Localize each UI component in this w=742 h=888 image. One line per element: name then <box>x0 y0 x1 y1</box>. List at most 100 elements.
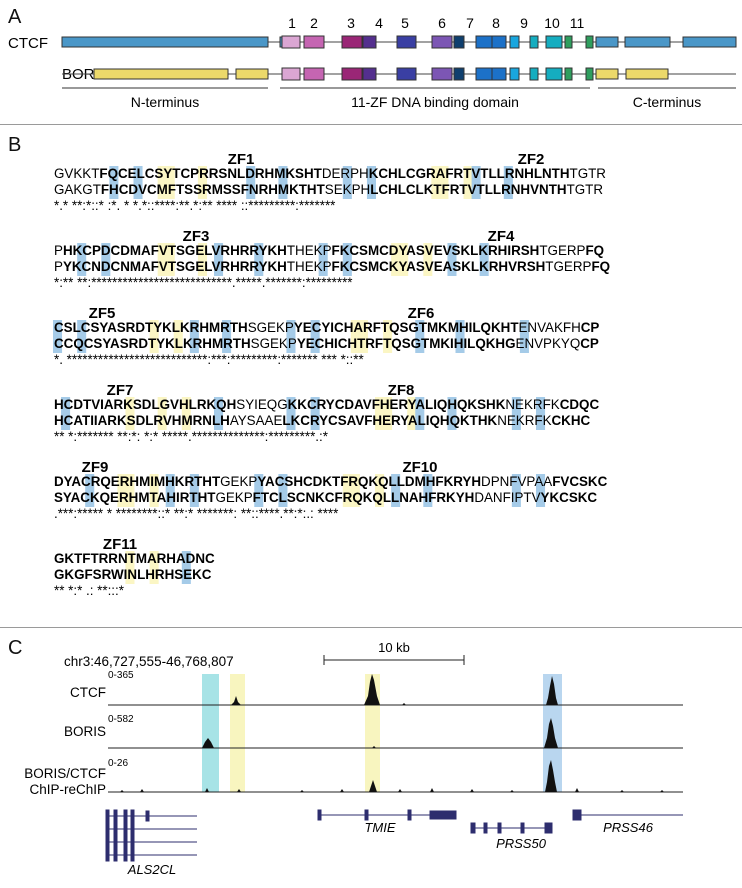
track-label-boris: BORIS <box>64 724 106 739</box>
residue-highlight <box>214 243 224 276</box>
residue-highlight <box>471 166 481 199</box>
zinc-finger-box <box>396 35 417 49</box>
ctcf-sequence: GKTFTRRNTMARHADNC <box>54 551 215 566</box>
residue-highlight <box>423 243 433 276</box>
gene-tmie-model <box>317 809 457 821</box>
zf-number: 10 <box>544 15 560 31</box>
zf-title: ZF2 <box>518 151 545 168</box>
residue-highlight <box>536 474 546 507</box>
zinc-finger-box <box>303 35 325 49</box>
conservation-line: *:** **:***************************.****… <box>54 275 353 290</box>
residue-highlight <box>318 243 328 276</box>
track-label-rechip-2: ChIP-reChIP <box>29 782 106 797</box>
zinc-finger-box <box>509 35 520 49</box>
residue-highlight <box>254 243 264 276</box>
boris-sequence: GAKGTFHCDVCMFTSSRMSSFNRHMKTHTSEKPHLCHLCL… <box>54 182 603 197</box>
zf-number: 11 <box>570 15 585 31</box>
residue-highlight <box>189 474 199 507</box>
locus-label: chr3:46,727,555-46,768,807 <box>64 654 234 669</box>
residue-highlight <box>310 397 320 430</box>
residue-highlight <box>310 320 320 353</box>
zinc-finger-box <box>341 67 363 81</box>
scale-label: 10 kb <box>378 640 410 655</box>
highlight-yellow <box>230 674 245 792</box>
zinc-finger-box <box>303 67 325 81</box>
residue-highlight <box>165 166 175 199</box>
residue-highlight <box>375 474 385 507</box>
residue-highlight <box>519 320 529 353</box>
zinc-finger-box <box>491 67 507 81</box>
residue-highlight <box>286 397 296 430</box>
residue-highlight <box>423 474 433 507</box>
residue-highlight <box>173 320 183 353</box>
zinc-finger-box <box>362 67 377 81</box>
zinc-finger-box <box>431 67 453 81</box>
gene-label-als2cl: ALS2CL <box>127 862 176 877</box>
zinc-finger-box <box>564 35 573 49</box>
residue-highlight <box>157 166 167 199</box>
residue-highlight <box>125 474 135 507</box>
ctcf-sequence: CSLCSYASRDTYKLKRHMRTHSGEKPYECYICHARFTQSG… <box>54 320 599 335</box>
residue-highlight <box>85 474 95 507</box>
zinc-finger-box <box>529 67 539 81</box>
gene-label-prss50: PRSS50 <box>496 836 547 851</box>
track-range: 0-582 <box>108 714 134 725</box>
residue-highlight <box>407 397 417 430</box>
n-terminus-label: N-terminus <box>131 94 199 110</box>
zf-number: 1 <box>288 15 296 31</box>
panel-c-letter: C <box>8 637 23 659</box>
protein-label-ctcf: CTCF <box>8 35 48 52</box>
residue-highlight <box>77 320 87 353</box>
zinc-finger-box <box>545 67 563 81</box>
zinc-finger-box <box>545 35 563 49</box>
zf-title: ZF3 <box>183 228 210 245</box>
track-label-rechip: BORIS/CTCF <box>24 766 106 781</box>
residue-highlight <box>214 397 224 430</box>
zf-title: ZF4 <box>488 228 515 245</box>
residue-highlight <box>511 474 521 507</box>
residue-highlight <box>415 320 425 353</box>
gene-label-tmie: TMIE <box>364 820 395 835</box>
residue-highlight <box>375 397 385 430</box>
boris-protein-bar <box>62 67 736 81</box>
panel-b-letter: B <box>8 134 22 156</box>
residue-highlight <box>222 320 232 353</box>
track-label-ctcf: CTCF <box>70 685 106 700</box>
protein-segment <box>624 36 671 48</box>
ctcf-sequence: HCDTVIARKSDLGVHLRKQHSYIEQGKKCRYCDAVFHERY… <box>54 397 599 412</box>
zf-title: ZF6 <box>408 305 435 322</box>
zinc-finger-box <box>475 35 493 49</box>
protein-segment <box>682 36 737 48</box>
track-range: 0-365 <box>108 670 134 681</box>
conservation-line: ** *:* .: **:::* <box>54 583 124 598</box>
zf-domain-label: 11-ZF DNA binding domain <box>351 94 519 110</box>
residue-highlight <box>536 397 546 430</box>
zinc-finger-box <box>585 67 594 81</box>
residue-highlight <box>503 166 513 199</box>
zf-number: 6 <box>438 15 446 31</box>
residue-highlight <box>350 474 360 507</box>
residue-highlight <box>366 166 376 199</box>
protein-segment <box>595 36 619 48</box>
residue-highlight <box>358 320 368 353</box>
residue-highlight <box>149 320 159 353</box>
zinc-finger-box <box>362 35 377 49</box>
residue-highlight <box>511 397 521 430</box>
residue-highlight <box>447 397 457 430</box>
residue-highlight <box>197 243 207 276</box>
residue-highlight <box>165 243 175 276</box>
residue-highlight <box>479 243 489 276</box>
gene-prss46-model <box>572 809 683 821</box>
zinc-finger-box <box>564 67 573 81</box>
residue-highlight <box>342 243 352 276</box>
protein-segment <box>61 36 269 48</box>
zinc-finger-box <box>281 35 301 49</box>
residue-highlight <box>133 166 143 199</box>
residue-highlight <box>125 551 135 584</box>
zf-title: ZF5 <box>89 305 116 322</box>
residue-highlight <box>101 243 111 276</box>
residue-highlight <box>181 397 191 430</box>
zinc-finger-box <box>281 67 301 81</box>
residue-highlight <box>278 166 288 199</box>
residue-highlight <box>197 166 207 199</box>
